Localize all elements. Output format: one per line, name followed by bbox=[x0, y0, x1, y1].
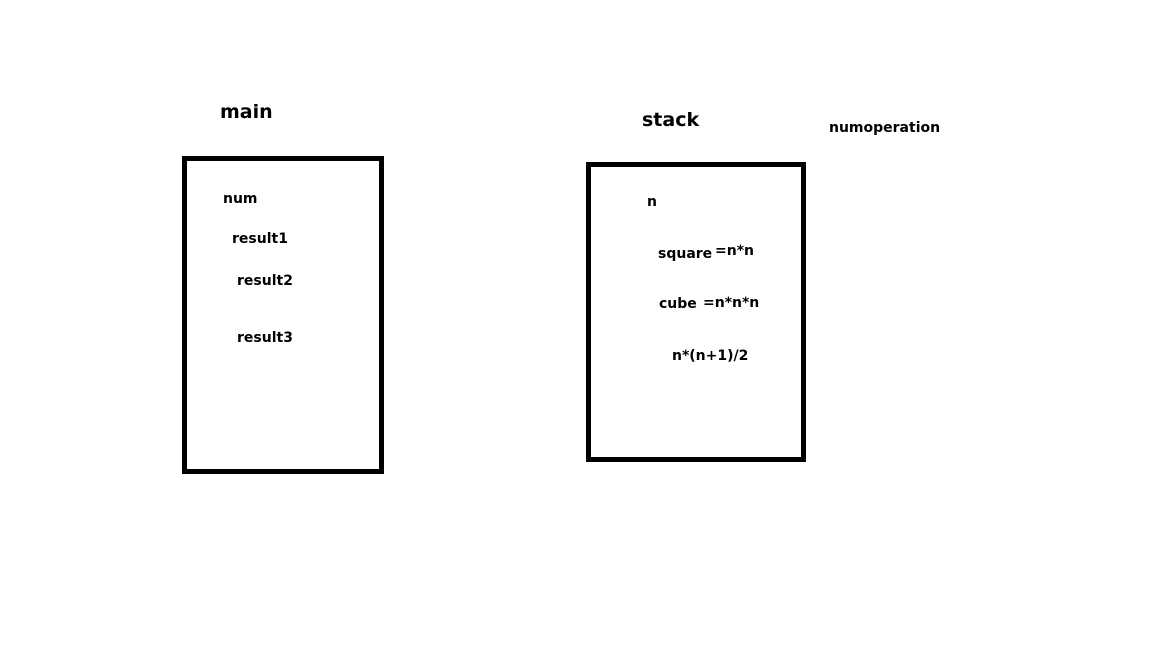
stack-var-square: square bbox=[658, 246, 713, 262]
main-title: main bbox=[220, 101, 273, 123]
stack-frame-box bbox=[586, 162, 806, 462]
main-frame-box bbox=[182, 156, 384, 474]
stack-var-cube: cube bbox=[659, 296, 697, 312]
stack-cube-expression: =n*n*n bbox=[703, 295, 760, 311]
main-var-num: num bbox=[223, 191, 258, 207]
main-var-result1: result1 bbox=[232, 231, 288, 247]
main-var-result3: result3 bbox=[237, 330, 293, 346]
stack-sum-expression: n*(n+1)/2 bbox=[672, 348, 749, 364]
stack-title: stack bbox=[642, 109, 700, 131]
stack-var-n: n bbox=[647, 194, 657, 210]
main-var-result2: result2 bbox=[237, 273, 293, 289]
numoperation-label: numoperation bbox=[829, 120, 941, 136]
stack-square-expression: =n*n bbox=[715, 243, 754, 259]
